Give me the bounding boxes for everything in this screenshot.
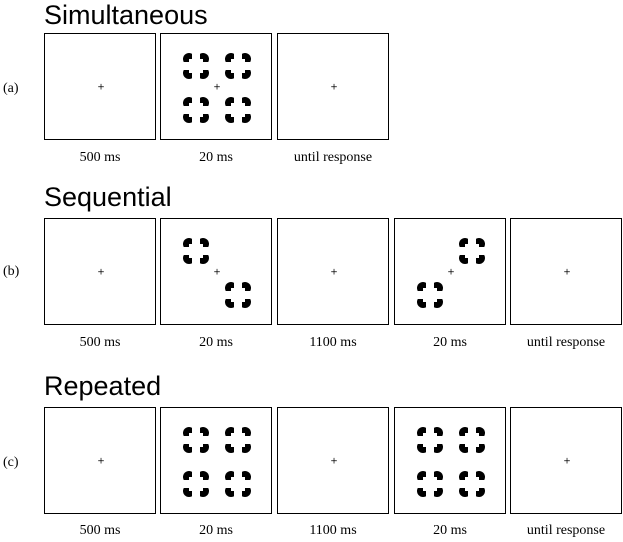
pacman-square-inducer-icon [225,471,251,497]
stimulus-frame [394,407,506,514]
frame-duration-caption: until response [526,335,606,350]
pacman-square-inducer-icon [225,97,251,123]
pacman-square-inducer-icon [417,282,443,308]
fixation-cross: + [97,82,105,92]
stimulus-frame: + [160,33,272,140]
fixation-cross: + [447,267,455,277]
pacman-square-inducer-icon [225,427,251,453]
row-b-title: Sequential [44,182,172,212]
frame-duration-caption: 20 ms [199,150,233,165]
stimulus-frame: + [277,218,389,325]
frame-duration-caption: 20 ms [433,335,467,350]
frame-duration-caption: 1100 ms [309,523,357,538]
fixation-cross: + [563,456,571,466]
frame-duration-caption: 1100 ms [309,335,357,350]
pacman-square-inducer-icon [225,53,251,79]
stimulus-frame: + [277,407,389,514]
row-b-label: (b) [3,264,20,279]
pacman-square-inducer-icon [183,427,209,453]
fixation-cross: + [330,82,338,92]
frame-duration-caption: 500 ms [79,150,121,165]
fixation-cross: + [563,267,571,277]
row-a-title: Simultaneous [44,0,208,30]
stimulus-frame: + [394,218,506,325]
stimulus-frame: + [160,218,272,325]
pacman-square-inducer-icon [183,471,209,497]
stimulus-frame: + [510,218,622,325]
frame-duration-caption: 500 ms [79,335,121,350]
stimulus-frame: + [277,33,389,140]
pacman-square-inducer-icon [417,427,443,453]
stimulus-frame [160,407,272,514]
pacman-square-inducer-icon [459,238,485,264]
frame-duration-caption: 20 ms [199,335,233,350]
fixation-cross: + [330,456,338,466]
row-c-label: (c) [3,455,19,470]
frame-duration-caption: until response [293,150,373,165]
pacman-square-inducer-icon [183,53,209,79]
stimulus-frame: + [44,407,156,514]
frame-duration-caption: 20 ms [433,523,467,538]
fixation-cross: + [330,267,338,277]
fixation-cross: + [213,267,221,277]
frame-duration-caption: until response [526,523,606,538]
pacman-square-inducer-icon [459,471,485,497]
pacman-square-inducer-icon [417,471,443,497]
row-c-title: Repeated [44,371,162,401]
stimulus-frame: + [44,33,156,140]
stimulus-frame: + [510,407,622,514]
fixation-cross: + [213,82,221,92]
row-a-label: (a) [3,81,19,96]
stimulus-frame: + [44,218,156,325]
pacman-square-inducer-icon [459,427,485,453]
fixation-cross: + [97,456,105,466]
pacman-square-inducer-icon [183,97,209,123]
frame-duration-caption: 500 ms [79,523,121,538]
pacman-square-inducer-icon [183,238,209,264]
frame-duration-caption: 20 ms [199,523,233,538]
pacman-square-inducer-icon [225,282,251,308]
fixation-cross: + [97,267,105,277]
